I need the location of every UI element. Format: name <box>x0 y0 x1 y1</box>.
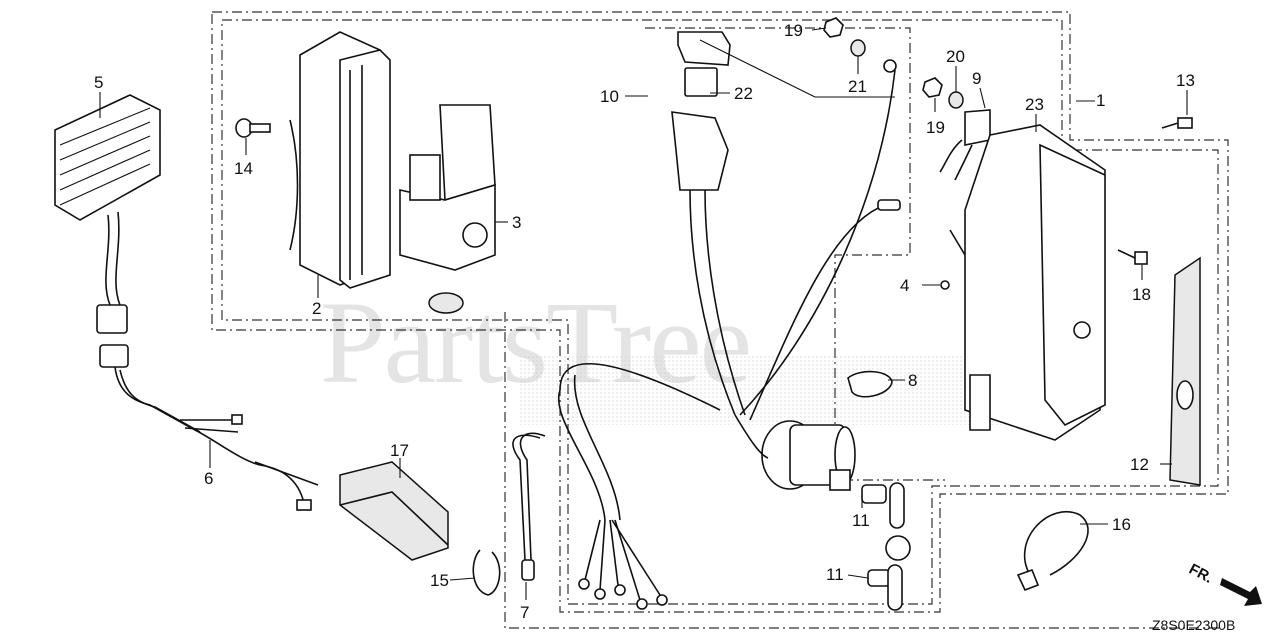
leader-lines <box>99 27 1188 600</box>
wire-7-part[interactable] <box>512 432 546 581</box>
control-box-cover-part[interactable] <box>289 31 391 289</box>
callout-15: 15 <box>430 571 449 590</box>
callout-11a: 11 <box>852 511 870 530</box>
key-11b-part[interactable] <box>867 564 903 611</box>
key-11a-part[interactable] <box>861 482 911 561</box>
front-arrow: FR. <box>1186 561 1262 606</box>
assembly-boundary-outer <box>211 11 1229 613</box>
harness-boundary <box>504 312 1222 629</box>
watermark: PartsTree <box>320 277 750 408</box>
sub-harness-part[interactable] <box>114 366 319 511</box>
callout-12: 12 <box>1130 455 1149 474</box>
bolt-13-part[interactable] <box>1161 117 1193 129</box>
fuse-holder-part[interactable] <box>671 31 731 191</box>
starter-solenoid-part[interactable] <box>734 414 856 491</box>
callout-13: 13 <box>1176 71 1195 90</box>
callout-19b: 19 <box>926 118 945 137</box>
screw-14-part[interactable] <box>235 118 271 138</box>
callout-5: 5 <box>94 73 103 92</box>
callout-18: 18 <box>1132 285 1151 304</box>
front-arrow-icon <box>1220 578 1262 606</box>
diagram-code: Z8S0E2300B <box>1152 617 1235 633</box>
nut-19b-part[interactable] <box>922 77 943 98</box>
control-box-23-part[interactable] <box>940 124 1106 441</box>
callout-17: 17 <box>390 441 409 460</box>
callout-4: 4 <box>900 276 909 295</box>
front-arrow-label: FR. <box>1186 561 1215 587</box>
callout-16: 16 <box>1112 515 1131 534</box>
gasket-12-part[interactable] <box>1169 256 1201 486</box>
callout-2: 2 <box>312 299 321 318</box>
callout-10: 10 <box>600 87 619 106</box>
clamp-8-part[interactable] <box>847 370 893 398</box>
grommet-part[interactable] <box>428 292 464 314</box>
callout-7: 7 <box>520 603 529 622</box>
nut-19a-part[interactable] <box>823 17 844 38</box>
bolt-18-part[interactable] <box>1117 249 1148 265</box>
shading-area <box>520 355 1020 425</box>
callout-19a: 19 <box>784 21 803 40</box>
callout-21: 21 <box>848 77 867 96</box>
band-16-part[interactable] <box>1016 511 1089 592</box>
foam-17-part[interactable] <box>339 461 449 561</box>
subassembly-boundary <box>645 27 945 481</box>
bracket-3-part[interactable] <box>399 104 496 271</box>
callout-11b: 11 <box>826 565 844 584</box>
callout-1: 1 <box>1096 91 1105 110</box>
clip-15-part[interactable] <box>472 549 501 596</box>
callout-9: 9 <box>972 69 981 88</box>
callout-6: 6 <box>204 469 213 488</box>
callout-3: 3 <box>512 213 521 232</box>
callout-20: 20 <box>946 47 965 66</box>
callout-22: 22 <box>734 84 753 103</box>
washer-20-part[interactable] <box>948 91 964 109</box>
main-wire-harness-part[interactable] <box>557 59 901 610</box>
terminal-9-part[interactable] <box>939 109 991 181</box>
assembly-boundary-inner <box>221 19 1219 605</box>
washer-21-part[interactable] <box>850 39 866 57</box>
regulator-rectifier-part[interactable] <box>54 94 161 368</box>
callout-14: 14 <box>234 159 253 178</box>
callout-23: 23 <box>1025 95 1044 114</box>
callout-8: 8 <box>908 371 917 390</box>
